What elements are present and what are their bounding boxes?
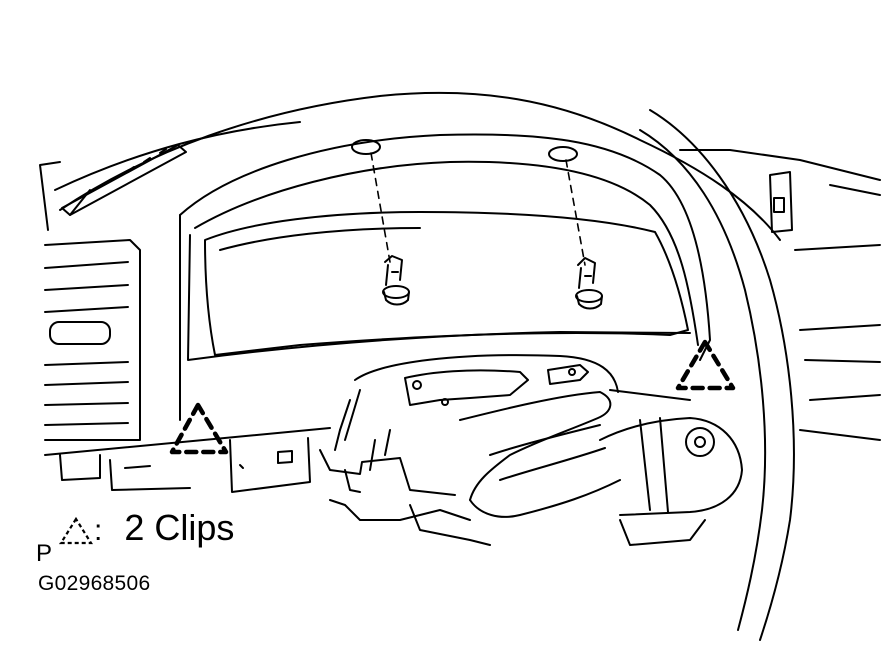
clip-holes (351, 139, 578, 162)
clip-guide-lines (370, 152, 586, 266)
dashboard-top (39, 91, 881, 241)
steering-wheel (639, 109, 795, 641)
dashed-triangle-icon (169, 339, 736, 455)
clip-legend: P : 2 Clips (36, 500, 235, 566)
legend-description: 2 Clips (124, 507, 235, 548)
defroster-vent (61, 144, 187, 216)
left-air-vent (44, 239, 141, 441)
right-switch-panel (769, 171, 881, 441)
meter-lens (204, 211, 689, 356)
figure-id: G02968506 (38, 572, 151, 595)
dashed-triangle-icon (59, 516, 94, 545)
clip-right (575, 257, 603, 310)
clip-left (382, 255, 410, 306)
steering-column-and-hand (319, 354, 743, 546)
cluster-finish-panel (179, 133, 711, 421)
legend-mark: P (36, 540, 53, 567)
lower-panel (44, 427, 331, 493)
legend-colon: : (94, 514, 103, 547)
